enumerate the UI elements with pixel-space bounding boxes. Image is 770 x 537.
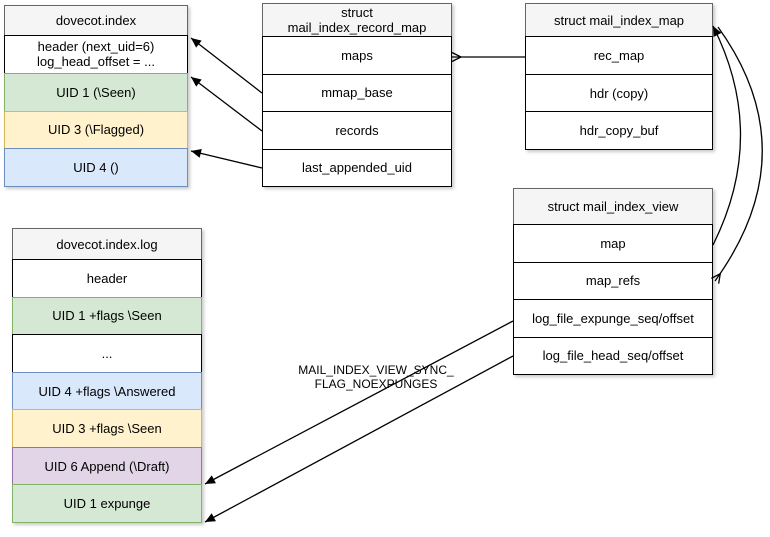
table-row: UID 1 (\Seen) bbox=[4, 72, 188, 112]
arrow-mmap-base-to-index-header bbox=[190, 37, 263, 94]
table-row: header bbox=[12, 259, 202, 298]
sync-flag-annotation: MAIL_INDEX_VIEW_SYNC_ FLAG_NOEXPUNGES bbox=[298, 363, 454, 391]
arrow-map-refs-to-mail-index-map bbox=[711, 26, 763, 284]
table-row: records bbox=[262, 111, 452, 150]
table-row: hdr (copy) bbox=[525, 73, 713, 113]
table-row: UID 3 +flags \Seen bbox=[12, 409, 202, 448]
table-title-mail-index-map: struct mail_index_map bbox=[525, 3, 713, 37]
table-row: UID 1 +flags \Seen bbox=[12, 296, 202, 336]
table-row: last_appended_uid bbox=[262, 148, 452, 187]
table-row: rec_map bbox=[525, 36, 713, 75]
table-row: log_file_expunge_seq/offset bbox=[513, 299, 713, 338]
table-row: UID 3 (\Flagged) bbox=[4, 110, 188, 150]
table-row: UID 4 +flags \Answered bbox=[12, 371, 202, 411]
table-title-mail-index-record-map: struct mail_index_record_map bbox=[262, 3, 452, 37]
table-title-dovecot-index: dovecot.index bbox=[4, 5, 188, 36]
table-row: header (next_uid=6) log_head_offset = ..… bbox=[4, 35, 188, 74]
table-dovecot-index: dovecot.index header (next_uid=6) log_he… bbox=[4, 5, 188, 187]
table-row: mmap_base bbox=[262, 73, 452, 112]
table-row: hdr_copy_buf bbox=[525, 111, 713, 151]
arrow-map-to-mail-index-map bbox=[712, 25, 742, 246]
table-row: ... bbox=[12, 334, 202, 373]
arrow-last-appended-uid-to-uid4 bbox=[190, 148, 263, 169]
arrow-log-file-expunge-to-log bbox=[204, 320, 514, 485]
table-row: maps bbox=[262, 36, 452, 75]
table-title-dovecot-index-log: dovecot.index.log bbox=[12, 228, 202, 260]
table-rows-dovecot-index: header (next_uid=6) log_head_offset = ..… bbox=[4, 35, 188, 187]
arrow-records-to-uid1 bbox=[190, 76, 263, 132]
table-row: UID 6 Append (\Draft) bbox=[12, 446, 202, 486]
table-row: map_refs bbox=[513, 261, 713, 300]
table-row: UID 4 () bbox=[4, 148, 188, 187]
table-title-mail-index-view: struct mail_index_view bbox=[513, 188, 713, 225]
table-row: map bbox=[513, 224, 713, 263]
table-row: UID 1 expunge bbox=[12, 484, 202, 524]
table-row: log_file_head_seq/offset bbox=[513, 336, 713, 375]
